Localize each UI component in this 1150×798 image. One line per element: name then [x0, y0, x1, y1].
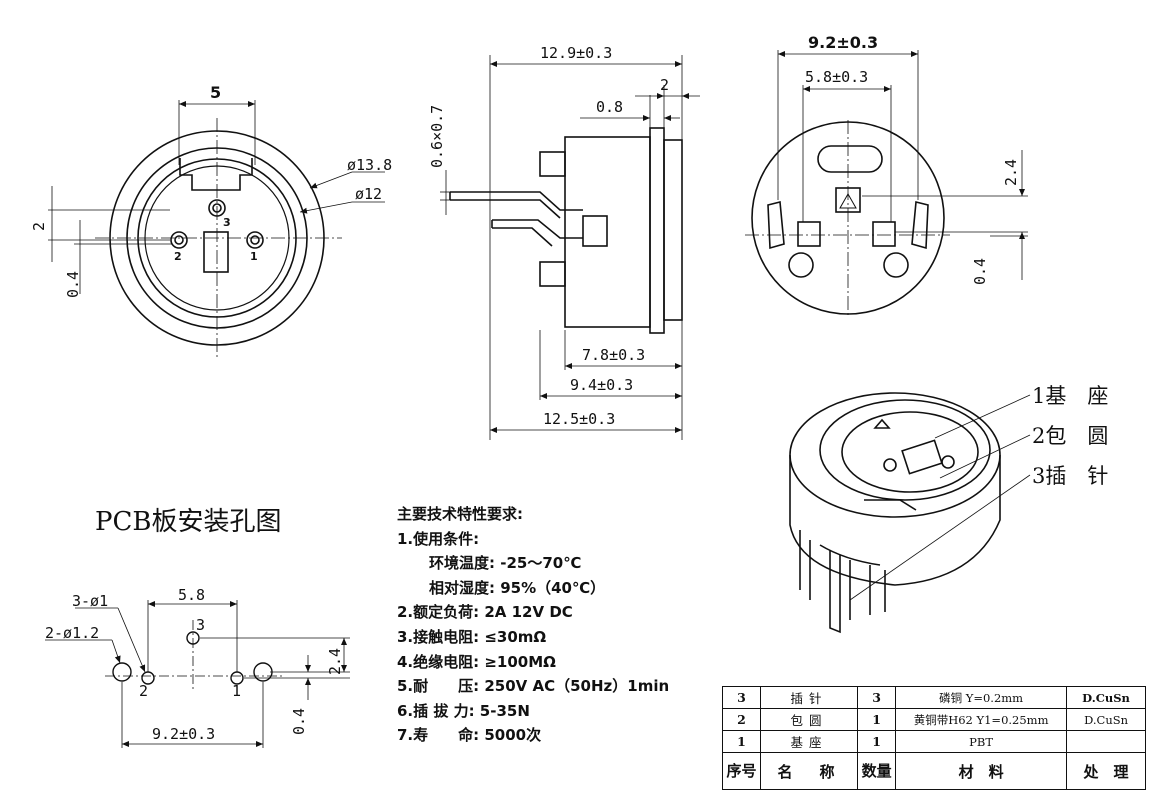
spec-line: 3.接触电阻: ≤30mΩ	[397, 627, 547, 646]
pcb-dim-04: 0.4	[290, 708, 308, 735]
table-row: 3 插针 3 磷铜 Y=0.2mm D.CuSn	[722, 686, 1146, 709]
bom-header-qty: 数量	[857, 752, 897, 790]
rear-dim-92: 9.2±0.3	[808, 33, 878, 52]
spec-title: 主要技术特性要求:	[397, 505, 523, 523]
table-row: 1 基座 1 PBT	[722, 730, 1146, 753]
pcb-layout	[45, 600, 350, 748]
bom-name: 插针	[759, 686, 859, 709]
pcb-dim-24: 2.4	[326, 648, 344, 675]
bom-header-name: 名 称	[759, 752, 859, 790]
front-view	[48, 100, 385, 358]
bom-no: 1	[722, 730, 761, 753]
side-dim-overall: 12.9±0.3	[540, 44, 612, 62]
front-dim-2: 2	[30, 222, 48, 231]
bom-finish: D.CuSn	[1066, 708, 1146, 731]
bom-name: 基座	[759, 730, 859, 753]
side-dim-94: 9.4±0.3	[570, 376, 633, 394]
front-dim-pitch: 5	[210, 83, 221, 102]
spec-line: 5.耐 压: 250V AC（50Hz）1min	[397, 677, 670, 696]
pcb-dim-92: 9.2±0.3	[152, 725, 215, 743]
front-pin-3-label: 3	[223, 216, 231, 229]
spec-line: 2.额定负荷: 2A 12V DC	[397, 603, 573, 622]
side-dim-08: 0.8	[596, 98, 623, 116]
side-dim-pin: 0.6×0.7	[428, 105, 446, 168]
bom-material: 黄铜带H62 Y1=0.25mm	[895, 708, 1068, 731]
bom-header-finish: 处 理	[1066, 752, 1146, 790]
spec-line: 7.寿 命: 5000次	[397, 726, 542, 745]
pcb-hole-3: 3-ø1	[72, 592, 108, 610]
bom-qty: 1	[857, 708, 897, 731]
front-dim-outer-dia: ø13.8	[347, 156, 392, 174]
pcb-hole-2: 2-ø1.2	[45, 624, 99, 642]
spec-list: 主要技术特性要求: 1.使用条件: 环境温度: -25～70℃ 相对湿度: 95…	[397, 502, 727, 748]
table-row: 2 包圆 1 黄铜带H62 Y1=0.25mm D.CuSn	[722, 708, 1146, 731]
front-pin-2-label: 2	[174, 250, 182, 263]
bom-qty: 1	[857, 730, 897, 753]
bom-name: 包圆	[759, 708, 859, 731]
table-header-row: 序号 名 称 数量 材 料 处 理	[722, 752, 1146, 790]
bom-finish	[1066, 730, 1146, 753]
bom-no: 2	[722, 708, 761, 731]
front-dim-inner-dia: ø12	[355, 185, 382, 203]
callout-base: 1基 座	[1032, 384, 1108, 408]
rear-view	[745, 50, 1028, 318]
spec-line: 环境温度: -25～70℃	[429, 554, 582, 573]
bom-header-no: 序号	[722, 752, 761, 790]
side-dim-78: 7.8±0.3	[582, 346, 645, 364]
pcb-pin-3-label: 3	[196, 616, 205, 634]
side-dim-2: 2	[660, 76, 669, 94]
bom-finish: D.CuSn	[1066, 686, 1146, 709]
bom-material: PBT	[895, 730, 1068, 753]
front-dim-04: 0.4	[64, 271, 82, 298]
pcb-dim-58: 5.8	[178, 586, 205, 604]
spec-line: 相对湿度: 95%（40℃）	[429, 578, 606, 597]
rear-dim-58: 5.8±0.3	[805, 68, 868, 86]
spec-line: 6.插 拔 力: 5-35N	[397, 701, 530, 720]
bom-material: 磷铜 Y=0.2mm	[895, 686, 1068, 709]
callout-pin: 3插 针	[1032, 464, 1108, 488]
bom-table: 3 插针 3 磷铜 Y=0.2mm D.CuSn 2 包圆 1 黄铜带H62 Y…	[722, 686, 1146, 790]
bom-no: 3	[722, 686, 761, 709]
bom-header-material: 材 料	[895, 752, 1068, 790]
spec-line: 4.绝缘电阻: ≥100MΩ	[397, 652, 556, 671]
bom-qty: 3	[857, 686, 897, 709]
rear-dim-04: 0.4	[971, 258, 989, 285]
pcb-pin-1-label: 1	[232, 682, 241, 700]
front-pin-1-label: 1	[250, 250, 258, 263]
side-view	[440, 55, 700, 440]
spec-line: 1.使用条件:	[397, 529, 480, 548]
isometric-view	[789, 392, 1031, 634]
rear-dim-24: 2.4	[1002, 159, 1020, 186]
pcb-title: PCB板安装孔图	[95, 507, 282, 537]
pcb-pin-2-label: 2	[139, 682, 148, 700]
side-dim-125: 12.5±0.3	[543, 410, 615, 428]
callout-shell: 2包 圆	[1032, 424, 1108, 448]
